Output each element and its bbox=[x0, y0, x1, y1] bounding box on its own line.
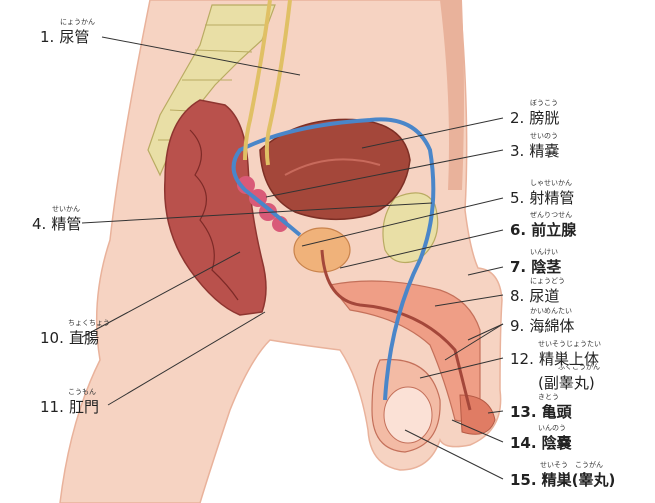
leader-vas-deferens bbox=[81, 202, 433, 224]
label-testis: せいそう こうがん 15. 精巣(睾丸) bbox=[510, 461, 616, 489]
leader-corpus-cavernosum-1 bbox=[467, 323, 504, 341]
label-glans: きとう 13. 亀頭 bbox=[510, 393, 572, 421]
label-anus: こうもん 11. 肛門 bbox=[40, 388, 99, 416]
leader-testis bbox=[404, 429, 504, 480]
label-epididymis: せいそうじょうたい 12. 精巣上体 ふくこうがん (副睾丸) bbox=[510, 340, 601, 392]
vas-deferens-line bbox=[231, 117, 436, 401]
ureter-lines bbox=[243, 0, 292, 166]
label-penis: いんけい 7. 陰茎 bbox=[510, 248, 562, 276]
label-bladder: ぼうこう 2. 膀胱 bbox=[510, 99, 560, 127]
urethra-line bbox=[320, 249, 472, 411]
leader-ejaculatory-duct bbox=[301, 197, 504, 247]
leader-rectum bbox=[81, 251, 241, 338]
bladder-shape bbox=[259, 118, 411, 221]
label-urethra: にょうどう 8. 尿道 bbox=[510, 277, 565, 305]
leader-glans bbox=[487, 410, 504, 414]
leader-penis bbox=[467, 266, 504, 276]
leader-ureter bbox=[101, 36, 301, 76]
leader-bladder bbox=[361, 117, 504, 149]
label-ejaculatory-duct: しゃせいかん 5. 射精管 bbox=[510, 179, 575, 207]
scrotum-shape bbox=[371, 358, 441, 453]
leader-prostate bbox=[339, 229, 504, 269]
ruby-ureter: にょうかん bbox=[60, 18, 95, 26]
rectum-shape bbox=[163, 99, 267, 316]
leader-lines bbox=[81, 36, 504, 480]
label-corpus-cavernosum: かいめんたい 9. 海綿体 bbox=[510, 307, 575, 335]
leader-epididymis bbox=[419, 357, 504, 379]
leader-urethra bbox=[434, 294, 504, 307]
leader-corpus-cavernosum-2 bbox=[444, 323, 504, 361]
label-ureter: にょうかん 1. 尿管 bbox=[40, 18, 95, 47]
label-prostate: ぜんりつせん 6. 前立腺 bbox=[510, 211, 577, 239]
leader-scrotum bbox=[451, 419, 504, 443]
label-scrotum: いんのう 14. 陰嚢 bbox=[510, 424, 572, 452]
leader-anus bbox=[107, 311, 266, 406]
label-epididymis-paren: (副睾丸) bbox=[538, 374, 595, 392]
abdominal-wall bbox=[440, 0, 464, 190]
label-vas-deferens: せいかん 4. 精管 bbox=[32, 205, 82, 233]
label-seminal-vesicle: せいのう 3. 精嚢 bbox=[510, 132, 560, 160]
leader-seminal-vesicle bbox=[265, 149, 504, 198]
label-rectum: ちょくちょう 10. 直腸 bbox=[40, 319, 110, 347]
